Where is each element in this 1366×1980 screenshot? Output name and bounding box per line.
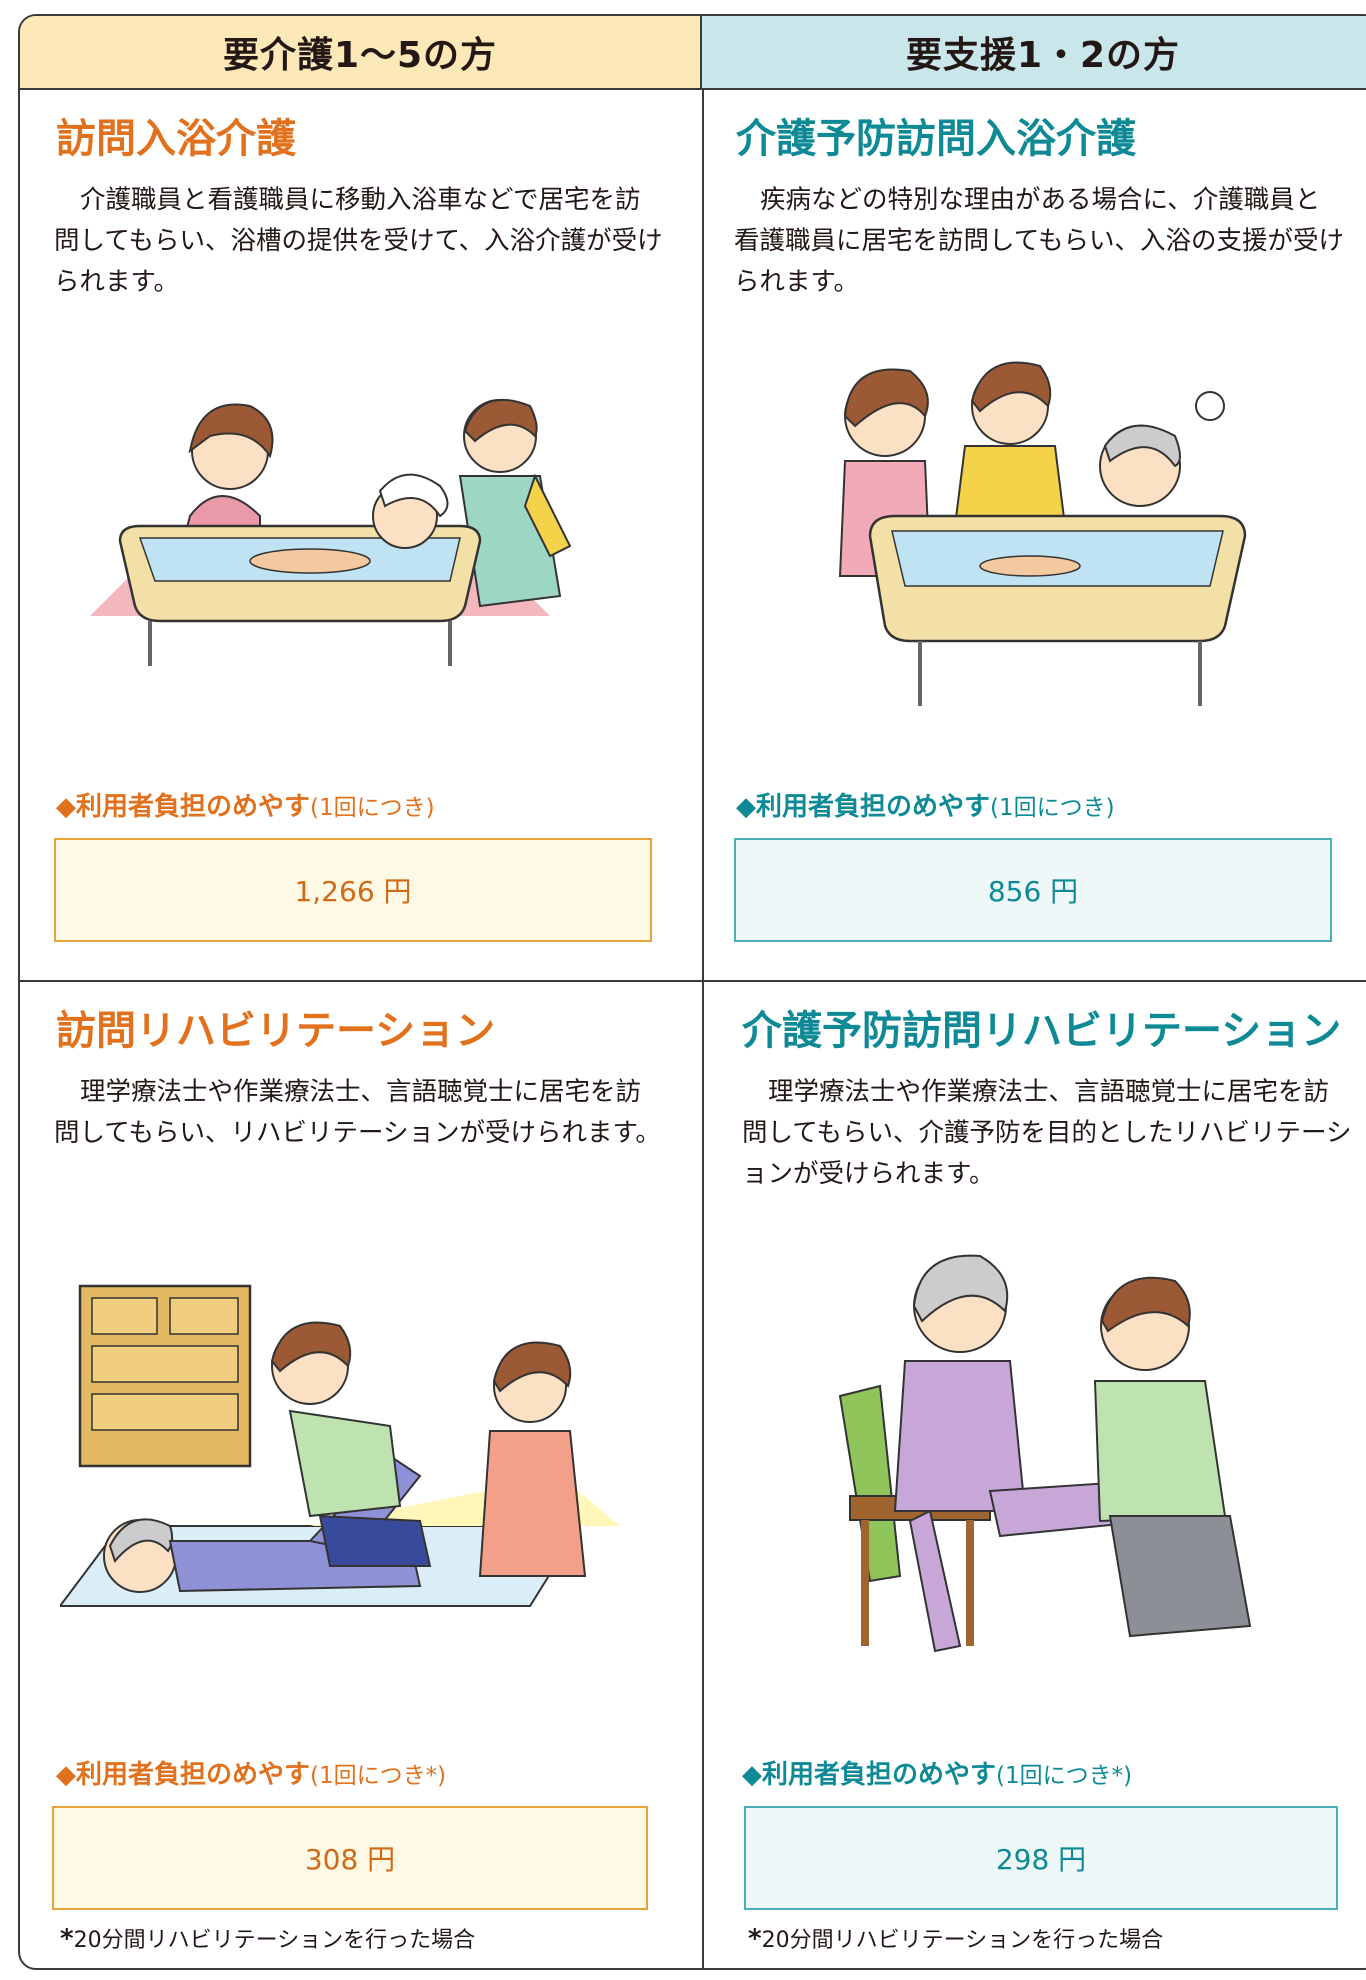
row-divider: [20, 980, 1366, 982]
header-care-level: 要介護1〜5の方: [20, 16, 702, 90]
service-description: 疾病などの特別な理由がある場合に、介護職員と看護職員に居宅を訪問してもらい、入浴…: [734, 185, 1344, 297]
cost-label: ◆利用者負担のめやす(1回につき): [56, 792, 435, 822]
cost-label: ◆利用者負担のめやす(1回につき*): [742, 1760, 1133, 1790]
price-box: 1,266 円: [54, 838, 652, 942]
service-description: 理学療法士や作業療法士、言語聴覚士に居宅を訪問してもらい、リハビリテーションが受…: [54, 1077, 661, 1148]
price-box: 856 円: [734, 838, 1332, 942]
cost-label: ◆利用者負担のめやす(1回につき*): [56, 1760, 447, 1790]
service-description: 理学療法士や作業療法士、言語聴覚士に居宅を訪問してもらい、介護予防を目的としたリ…: [742, 1077, 1352, 1189]
service-table: 要介護1〜5の方 要支援1・2の方 訪問入浴介護 介護職員と看護職員に移動入浴車…: [18, 14, 1366, 1970]
bathing-care-illustration: [90, 398, 572, 666]
cost-label: ◆利用者負担のめやす(1回につき): [736, 792, 1115, 822]
price-box: 298 円: [744, 1806, 1338, 1910]
service-title: 介護予防訪問入浴介護: [736, 116, 1136, 162]
preventive-rehab-illustration: [838, 1254, 1252, 1653]
footnote: *20分間リハビリテーションを行った場合: [748, 1924, 1164, 1954]
service-title: 訪問リハビリテーション: [56, 1008, 496, 1054]
service-description: 介護職員と看護職員に移動入浴車などで居宅を訪問してもらい、浴槽の提供を受けて、入…: [54, 185, 663, 297]
service-title: 訪問入浴介護: [56, 116, 296, 162]
price-box: 308 円: [52, 1806, 648, 1910]
service-title: 介護予防訪問リハビリテーション: [742, 1008, 1342, 1054]
footnote: *20分間リハビリテーションを行った場合: [60, 1924, 476, 1954]
preventive-bathing-illustration: [838, 361, 1247, 706]
column-divider: [702, 90, 704, 1968]
header-support-level: 要支援1・2の方: [702, 16, 1366, 90]
home-rehab-illustration: [60, 1284, 620, 1607]
